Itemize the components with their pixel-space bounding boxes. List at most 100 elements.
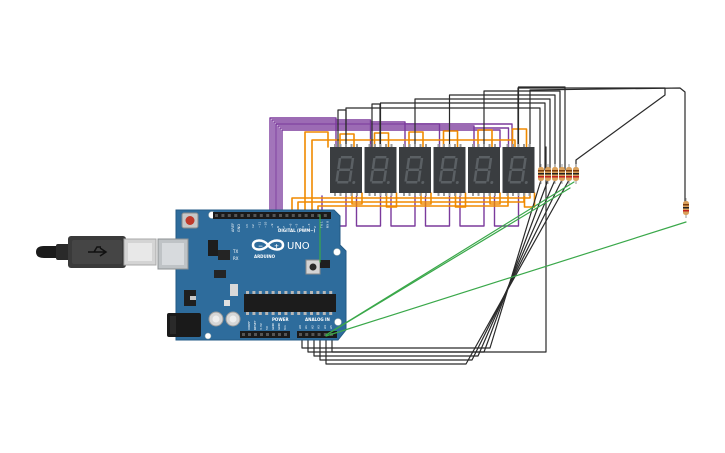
dark-wire: [517, 87, 666, 169]
pin-label: ~5: [295, 223, 299, 228]
header-hole: [298, 214, 302, 217]
chip-leg: [297, 312, 301, 315]
digital-header: [213, 212, 331, 219]
dark-wire: [325, 179, 570, 365]
digit-segments: [438, 156, 459, 184]
pin-label: ~10: [264, 222, 268, 228]
orange-wire: [442, 130, 459, 148]
chip-leg: [297, 291, 301, 294]
purple-wire: [269, 117, 337, 216]
chip-leg: [246, 291, 249, 294]
pin-label: TX 1: [319, 221, 323, 229]
green-wire: [325, 187, 571, 336]
resistors: [538, 164, 689, 218]
dark-wire: [313, 179, 556, 357]
rx-label: RX: [233, 256, 239, 261]
pin-label: 8: [276, 226, 280, 228]
header-hole: [242, 333, 245, 336]
pin-label: ~9: [270, 223, 274, 228]
dark-wire: [529, 87, 686, 203]
chip-leg: [258, 312, 262, 315]
seven-segment-display: [502, 144, 535, 196]
dark-wire: [448, 94, 556, 171]
arduino-infinity-logo-icon: − +: [251, 239, 285, 251]
header-hole: [234, 214, 238, 217]
board-model: UNO: [287, 241, 310, 252]
header-hole: [253, 214, 257, 217]
header-hole: [266, 214, 270, 217]
pin-label: A2: [310, 325, 314, 329]
resistor: [566, 164, 572, 184]
header-hole: [317, 214, 321, 217]
header-hole: [248, 333, 251, 336]
pin-label: 3.3V: [259, 322, 263, 330]
usb-cable-icon: [36, 236, 157, 268]
chip-leg: [310, 291, 313, 294]
resistor: [552, 164, 558, 184]
chip-leg: [278, 291, 281, 294]
pin-label: 5V: [265, 325, 269, 330]
mount-hole: [204, 332, 212, 340]
orange-wire: [385, 192, 398, 208]
header-hole: [272, 333, 275, 336]
chip-leg: [278, 312, 281, 315]
header-hole: [259, 214, 263, 217]
purple-wire: [390, 192, 416, 227]
pin-label: GND: [277, 322, 281, 330]
chip-leg: [322, 291, 326, 294]
chip-leg: [329, 312, 333, 315]
orange-wire: [311, 139, 516, 216]
header-hole: [323, 333, 327, 336]
green-wire: [325, 221, 687, 337]
header-hole: [317, 333, 321, 336]
header-hole: [221, 214, 225, 217]
orange-wire: [511, 128, 528, 148]
orange-wire: [297, 192, 525, 216]
seven-segment-display: [399, 144, 431, 196]
seven-segment-display: [330, 144, 362, 196]
header-hole: [291, 214, 295, 217]
dark-wire: [319, 179, 563, 361]
digit-segments: [507, 156, 528, 184]
pin-label: GND: [271, 322, 275, 330]
seven-segment-display: [468, 144, 500, 196]
resistor: [573, 164, 579, 184]
pin-label: A4: [323, 325, 327, 329]
gnd-label: GND: [237, 224, 241, 232]
analog-header: [297, 331, 337, 338]
purple-wire: [271, 119, 372, 216]
header-hole: [227, 214, 231, 217]
chip-leg: [258, 291, 262, 294]
power-label: POWER: [272, 317, 289, 322]
resistor: [538, 164, 544, 184]
aref-label: AREF: [231, 223, 235, 232]
pin-label: A5: [329, 325, 333, 329]
purple-wire: [277, 125, 475, 216]
chip-leg: [284, 291, 288, 294]
chip-leg: [322, 312, 326, 315]
header-hole: [304, 214, 308, 217]
dark-wire: [414, 98, 551, 171]
dark-wire: [483, 90, 561, 171]
purple-wire: [459, 192, 485, 227]
purple-wire: [355, 192, 382, 227]
pin-label: 2: [313, 226, 317, 228]
chip-leg: [303, 291, 307, 294]
chip-leg: [252, 312, 256, 315]
pin-label: 4: [301, 226, 305, 228]
digital-label: DIGITAL (PWM~): [278, 228, 316, 233]
header-hole: [279, 214, 282, 217]
tx-label: TX: [232, 249, 238, 254]
pin-label: A3: [317, 325, 321, 329]
chip-leg: [303, 312, 307, 315]
pin-label: 13: [245, 224, 249, 228]
orange-wire: [454, 192, 467, 208]
seven-segment-display: [364, 144, 397, 196]
digit-segments: [369, 156, 390, 184]
header-hole: [240, 214, 244, 217]
arduino-uno-board[interactable]: − + UNO ARDUINO DIGITAL (PWM~) AREF GND …: [157, 209, 347, 341]
pin-label: ~3: [307, 223, 311, 228]
chip-leg: [316, 312, 320, 315]
header-hole: [299, 333, 302, 336]
